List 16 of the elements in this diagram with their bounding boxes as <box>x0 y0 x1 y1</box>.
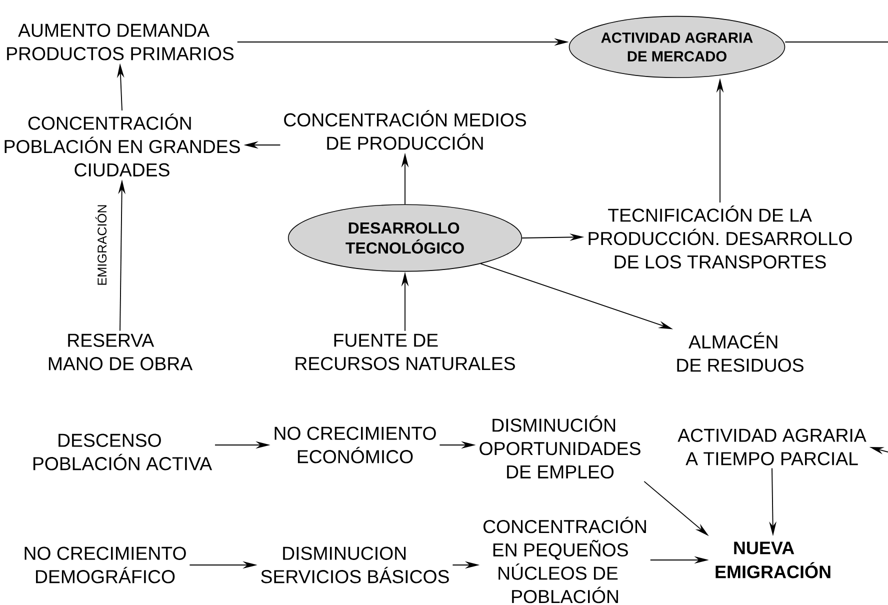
concept-text: DISMINUCION SERVICIOS BÁSICOS <box>261 546 449 584</box>
concept-text: TECNIFICACIÓN DE LA PRODUCCIÓN. DESARROLLO DE LOS TRANSPORTES <box>588 205 852 269</box>
concept-text: CONCENTRACIÓN EN PEQUEÑOS NÚCLEOS DE POBLACIÓN <box>484 516 646 604</box>
concept-text: ACTIVIDAD AGRARIA A TIEMPO PARCIAL <box>678 428 866 466</box>
concept-text: FUENTE DE RECURSOS NATURALES <box>296 334 515 370</box>
concept-text: AUMENTO DEMANDA PRODUCTOS PRIMARIOS <box>7 24 234 60</box>
edge-label: EMIGRACIÓN <box>94 202 108 288</box>
concept-text: NO CRECIMIENTO ECONÓMICO <box>274 426 436 464</box>
concept-text: RESERVA MANO DE OBRA <box>48 334 193 370</box>
concept-text: DISMINUCIÓN OPORTUNIDADES DE EMPLEO <box>480 415 640 479</box>
concept-text: ALMACÉN DE RESIDUOS <box>677 332 804 372</box>
concept-text: NUEVA EMIGRACIÓN <box>716 542 830 578</box>
concept-text: CONCENTRACIÓN POBLACIÓN EN GRANDES CIUDADES <box>4 113 240 177</box>
concept-text: NO CRECIMIENTO DEMOGRÁFICO <box>24 546 186 584</box>
concept-text: DESCENSO POBLACIÓN ACTIVA <box>33 434 212 470</box>
concept-text: CONCENTRACIÓN MEDIOS DE PRODUCCIÓN <box>284 110 526 150</box>
